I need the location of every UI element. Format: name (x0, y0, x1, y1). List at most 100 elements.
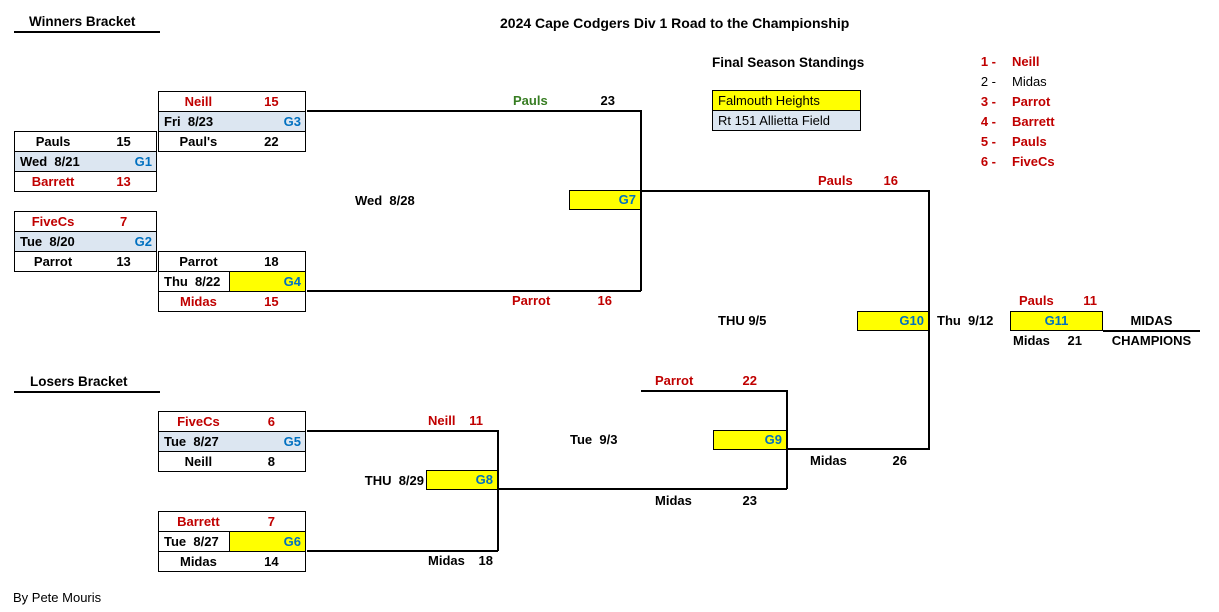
team-score: 15 (264, 294, 279, 309)
standings-rank: 6 - (980, 154, 996, 169)
standings-team: Pauls (1012, 134, 1047, 149)
team-name: Parrot (179, 254, 218, 269)
team-name: Pauls (1019, 293, 1054, 308)
standings-team: Parrot (1012, 94, 1051, 109)
advancer-g8-top: Neill 11 (428, 411, 483, 431)
team-row: Barrett 13 (15, 171, 156, 191)
date-row: Wed 8/21 G1 (15, 151, 156, 171)
team-score: 7 (119, 214, 128, 229)
game-date: Fri 8/23 (164, 114, 214, 129)
date-row: Tue 8/20 G2 (15, 231, 156, 251)
game-date: Thu 8/22 (164, 274, 221, 289)
winners-title-underline (14, 31, 160, 33)
team-score: 23 (742, 493, 757, 508)
champion-caption: CHAMPIONS (1111, 333, 1192, 348)
team-name: Midas (179, 294, 217, 309)
standings-row: 1 - Neill (960, 52, 1110, 72)
game-date-g8: THU 8/29 (364, 473, 424, 488)
g8-junction-line (497, 430, 499, 551)
team-name: Pauls (513, 93, 548, 108)
standings-row: 3 - Parrot (960, 92, 1110, 112)
game-date-g9: Tue 9/3 (570, 432, 618, 447)
team-score: 16 (597, 293, 612, 308)
g8-winner-line (497, 488, 787, 490)
standings-row: 5 - Pauls (960, 132, 1110, 152)
team-score: 11 (469, 413, 483, 428)
team-score: 6 (267, 414, 276, 429)
game-number: G1 (134, 154, 152, 169)
team-score: 21 (1067, 333, 1082, 348)
game-box-g3: Neill 15 Fri 8/23 G3 Paul's 22 (158, 91, 306, 152)
team-name: Pauls (818, 173, 853, 188)
team-score: 15 (264, 94, 279, 109)
game-cell-g9: G9 (713, 430, 787, 450)
team-row: Barrett 7 (159, 512, 305, 531)
team-name: FiveCs (177, 414, 220, 429)
advancer-g7-top: Pauls 23 (513, 91, 615, 111)
game-box-g4: Parrot 18 Thu 8/22 G4 Midas 15 (158, 251, 306, 312)
team-name: FiveCs (31, 214, 75, 229)
game-date: Tue 8/20 (20, 234, 75, 249)
team-score: 13 (116, 174, 131, 189)
game-date: Tue 8/27 (164, 434, 219, 449)
advancer-g10-top: Pauls 16 (818, 171, 898, 191)
advancer-g11-top: Pauls 11 (1019, 291, 1097, 311)
date-row: Tue 8/27 G6 (159, 531, 305, 551)
team-name: Parrot (655, 373, 694, 388)
team-row: Pauls 15 (15, 132, 156, 151)
game-cell-g11: G11 (1010, 311, 1103, 331)
team-score: 14 (264, 554, 279, 569)
standings-rank: 3 - (980, 94, 996, 109)
date-row: Tue 8/27 G5 (159, 431, 305, 451)
team-name: Neill (428, 413, 456, 428)
game-cell-g10: G10 (857, 311, 929, 331)
team-score: 18 (478, 553, 493, 568)
team-name: Midas (428, 553, 465, 568)
team-score: 13 (116, 254, 131, 269)
champion-team: MIDAS (1130, 313, 1173, 328)
standings-rank: 5 - (980, 134, 996, 149)
team-name: Pauls (35, 134, 71, 149)
g7-winner-line (641, 190, 929, 192)
advancer-g8-bottom: Midas 18 (428, 551, 493, 571)
game-date: Wed 8/21 (20, 154, 80, 169)
venue-name: Falmouth Heights (713, 91, 860, 111)
team-score: 23 (600, 93, 615, 108)
team-name: Neill (184, 454, 213, 469)
team-name: Midas (655, 493, 692, 508)
team-row: FiveCs 6 (159, 412, 305, 431)
losers-bracket-title: Losers Bracket (30, 374, 128, 389)
standings-title: Final Season Standings (712, 55, 865, 70)
standings-rank: 4 - (980, 114, 996, 129)
standings-team: Neill (1012, 54, 1040, 69)
game-date-g11: Thu 9/12 (937, 313, 994, 328)
g4-winner-line (307, 290, 641, 292)
team-score: 22 (742, 373, 757, 388)
g3-winner-line (307, 110, 641, 112)
team-name: Parrot (33, 254, 73, 269)
game-cell-g8: G8 (426, 470, 498, 490)
team-row: Parrot 13 (15, 251, 156, 271)
standings-row: 6 - FiveCs (960, 152, 1110, 172)
game-number: G3 (283, 114, 301, 129)
game-number: G5 (283, 434, 301, 449)
game-cell-g7: G7 (569, 190, 641, 210)
standings-rank: 1 - (980, 54, 996, 69)
team-name: Neill (184, 94, 213, 109)
g6-winner-line (307, 550, 498, 552)
g9-top-line (641, 390, 787, 392)
game-box-g2: FiveCs 7 Tue 8/20 G2 Parrot 13 (14, 211, 157, 272)
team-row: Midas 14 (159, 551, 305, 571)
team-row: Parrot 18 (159, 252, 305, 271)
team-score: 26 (892, 453, 907, 468)
g9-winner-line (786, 448, 929, 450)
team-row: Paul's 22 (159, 131, 305, 151)
standings-rank: 2 - (980, 74, 996, 89)
g5-winner-line (307, 430, 498, 432)
advancer-g10-bottom: Midas 26 (810, 451, 907, 471)
game-box-g1: Pauls 15 Wed 8/21 G1 Barrett 13 (14, 131, 157, 192)
game-number: G4 (229, 272, 305, 291)
team-score: 22 (264, 134, 279, 149)
team-score: 7 (267, 514, 276, 529)
